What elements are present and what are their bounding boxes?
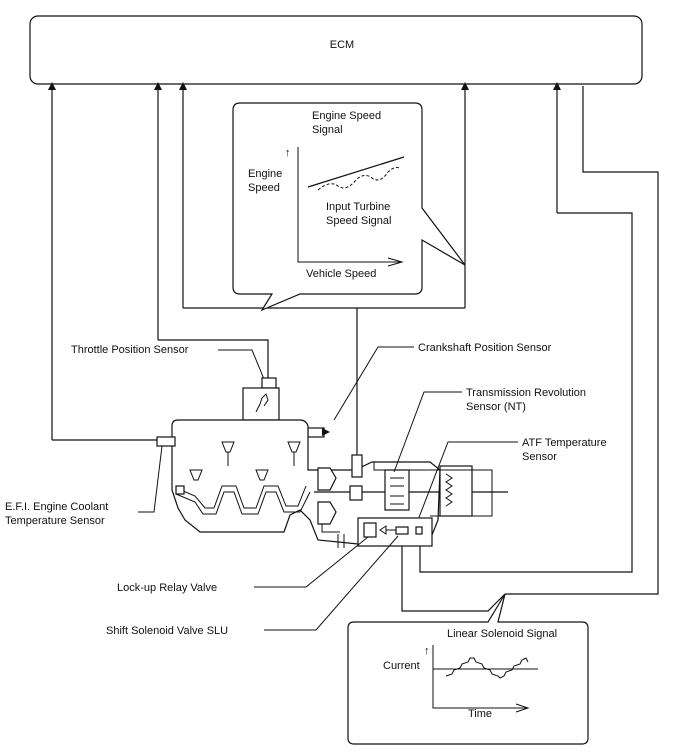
input-turbine-speed-curve (317, 167, 401, 191)
throttle-sensor-body (242, 387, 280, 421)
nt-sensor-label-2: Sensor (NT) (466, 401, 526, 413)
input-turbine-label-1: Input Turbine (326, 201, 390, 213)
lockup-leader (254, 536, 369, 588)
linear-solenoid-y-arrow: ↑ (424, 645, 430, 657)
coolant-sensor-label-2: Temperature Sensor (5, 515, 105, 527)
throttle-signal-line-right (158, 339, 269, 378)
slu-drive-line-end (398, 531, 506, 612)
slu-label: Shift Solenoid Valve SLU (106, 625, 228, 637)
vehicle-speed-label: Vehicle Speed (306, 268, 376, 280)
crankshaft-sensor (307, 427, 325, 438)
input-turbine-label-2: Speed Signal (326, 215, 391, 227)
engine-speed-axes (297, 147, 402, 263)
fluid-line (321, 524, 340, 533)
coolant-sensor (156, 436, 176, 447)
ecm-label: ECM (330, 39, 354, 51)
engine-piston-1 (189, 469, 203, 481)
planetary-gear (439, 465, 473, 517)
torque-converter-lower (317, 501, 337, 525)
engine-cylinder-path-1 (175, 485, 307, 509)
coolant-sensor-label-1: E.F.I. Engine Coolant (5, 501, 108, 513)
clutch-pack (384, 469, 410, 511)
linear-solenoid-x-label: Time (468, 708, 492, 720)
planetary-gear-teeth (445, 473, 453, 507)
engine-speed-y-label-1: Engine (248, 168, 282, 180)
linear-solenoid-x-arrowhead (515, 703, 530, 713)
linear-solenoid-axes (432, 645, 528, 709)
atf-sensor-label-1: ATF Temperature (522, 437, 607, 449)
atf-sensor-label-2: Sensor (522, 451, 557, 463)
engine-port (175, 485, 185, 495)
crankshaft-sensor-label: Crankshaft Position Sensor (418, 342, 552, 354)
lockup-valve (363, 522, 377, 538)
nt-sensor-label-1: Transmission Revolution (466, 387, 586, 399)
throttle-sensor-connector (261, 377, 277, 389)
transmission-case (373, 462, 493, 517)
atf-leader (417, 441, 518, 521)
ecm-box (29, 15, 643, 85)
engine-piston-2 (255, 469, 269, 481)
engine-speed-signal-curve (307, 156, 405, 188)
engine-speed-x-arrowhead (387, 257, 404, 267)
engine-speed-callout (232, 102, 466, 312)
nt-sensor (351, 454, 363, 478)
valve-ports (337, 534, 345, 548)
engine-speed-title-1: Engine Speed (312, 110, 381, 122)
input-gear (349, 485, 363, 501)
coolant-leader (138, 445, 163, 513)
throttle-leader (218, 349, 267, 385)
crankshaft-leader (333, 346, 414, 421)
slu-leader (264, 535, 399, 631)
linear-solenoid-y-label: Current (383, 660, 420, 672)
engine-valve-1 (221, 441, 235, 453)
slu-solenoid (395, 526, 409, 535)
engine-speed-y-label-2: Speed (248, 182, 280, 194)
atf-signal-route (419, 212, 633, 573)
slu-drive-line (505, 86, 659, 595)
engine-speed-y-arrow: ↑ (285, 147, 291, 159)
engine-cylinder-path-2 (175, 491, 311, 515)
linear-solenoid-waveform (445, 657, 529, 679)
throttle-sensor-label: Throttle Position Sensor (71, 344, 189, 356)
torque-converter-upper (317, 467, 337, 491)
clutch-plates (390, 477, 404, 505)
atf-temp-sensor (415, 526, 423, 535)
nt-leader (393, 391, 462, 473)
engine-speed-title-2: Signal (312, 124, 343, 136)
linear-solenoid-title: Linear Solenoid Signal (447, 628, 557, 640)
engine-outline (171, 419, 441, 546)
throttle-valve-icon (255, 393, 269, 413)
lockup-valve-arrow (379, 525, 396, 535)
lockup-valve-label: Lock-up Relay Valve (117, 582, 217, 594)
engine-valve-2 (287, 441, 301, 453)
